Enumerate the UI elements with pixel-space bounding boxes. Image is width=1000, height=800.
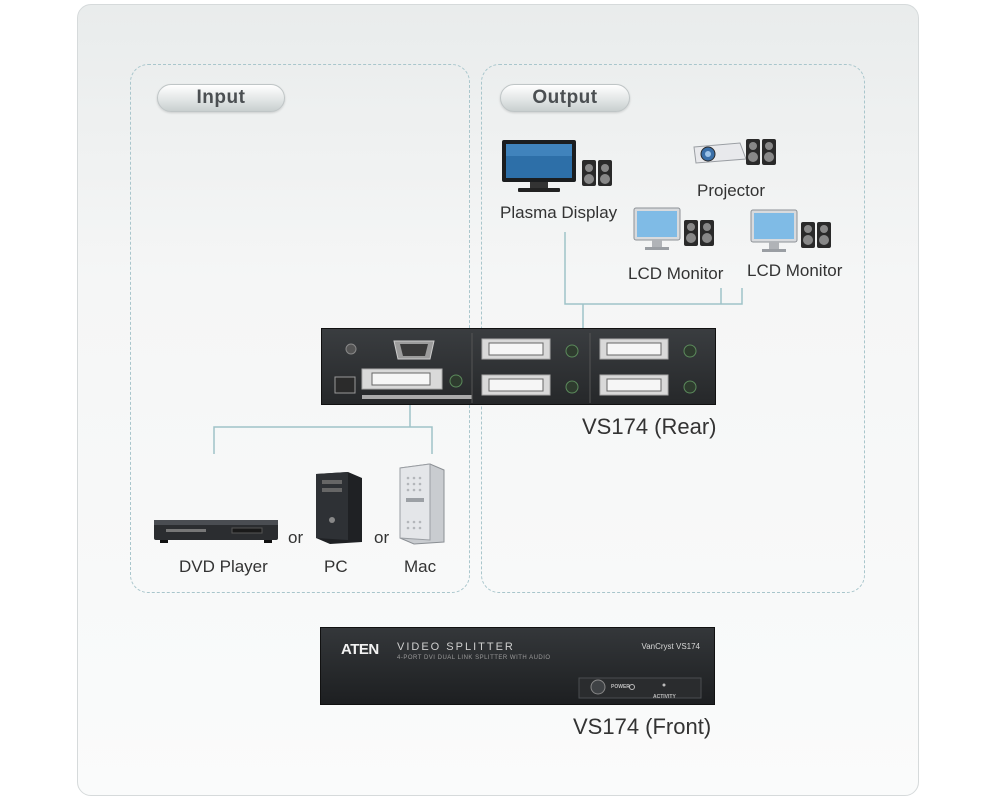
- output-section-label: Output: [500, 84, 630, 112]
- power-label: POWER: [611, 684, 630, 690]
- vs174-front-caption: VS174 (Front): [573, 714, 712, 739]
- mac-label: Mac: [404, 557, 437, 576]
- aten-logo: ATEN: [341, 641, 379, 658]
- rear-ports: [334, 333, 697, 403]
- pc-tower-icon: [316, 472, 362, 544]
- pc-label: PC: [324, 557, 348, 576]
- projector-label: Projector: [697, 181, 766, 200]
- lcd-monitor-2-icon: [750, 209, 831, 252]
- or-separator-2: or: [374, 528, 390, 547]
- plasma-display-icon: [502, 140, 612, 192]
- vs174-rear-caption: VS174 (Rear): [582, 414, 717, 439]
- model-tag: VanCryst VS174: [641, 642, 700, 651]
- lcd-monitor-1-icon: [633, 207, 714, 250]
- lcd-monitor-1-label: LCD Monitor: [628, 264, 724, 283]
- lcd-monitor-2-label: LCD Monitor: [747, 261, 843, 280]
- plasma-display-label: Plasma Display: [500, 203, 618, 222]
- product-line-text: VIDEO SPLITTER: [397, 641, 515, 653]
- or-separator-1: or: [288, 528, 304, 547]
- vs174-front-panel: ATEN VIDEO SPLITTER 4-PORT DVI DUAL LINK…: [320, 627, 715, 705]
- activity-label: ACTIVITY: [653, 694, 676, 700]
- power-button-icon: [590, 679, 606, 695]
- dvd-player-icon: [154, 520, 278, 543]
- projector-icon: [693, 139, 776, 165]
- front-controls: [578, 677, 702, 699]
- input-section-label: Input: [157, 84, 285, 112]
- vs174-rear-panel: [321, 328, 716, 405]
- mac-tower-icon: [399, 463, 445, 545]
- product-description-text: 4-PORT DVI DUAL LINK SPLITTER WITH AUDIO: [397, 655, 551, 661]
- dvd-player-label: DVD Player: [179, 557, 268, 576]
